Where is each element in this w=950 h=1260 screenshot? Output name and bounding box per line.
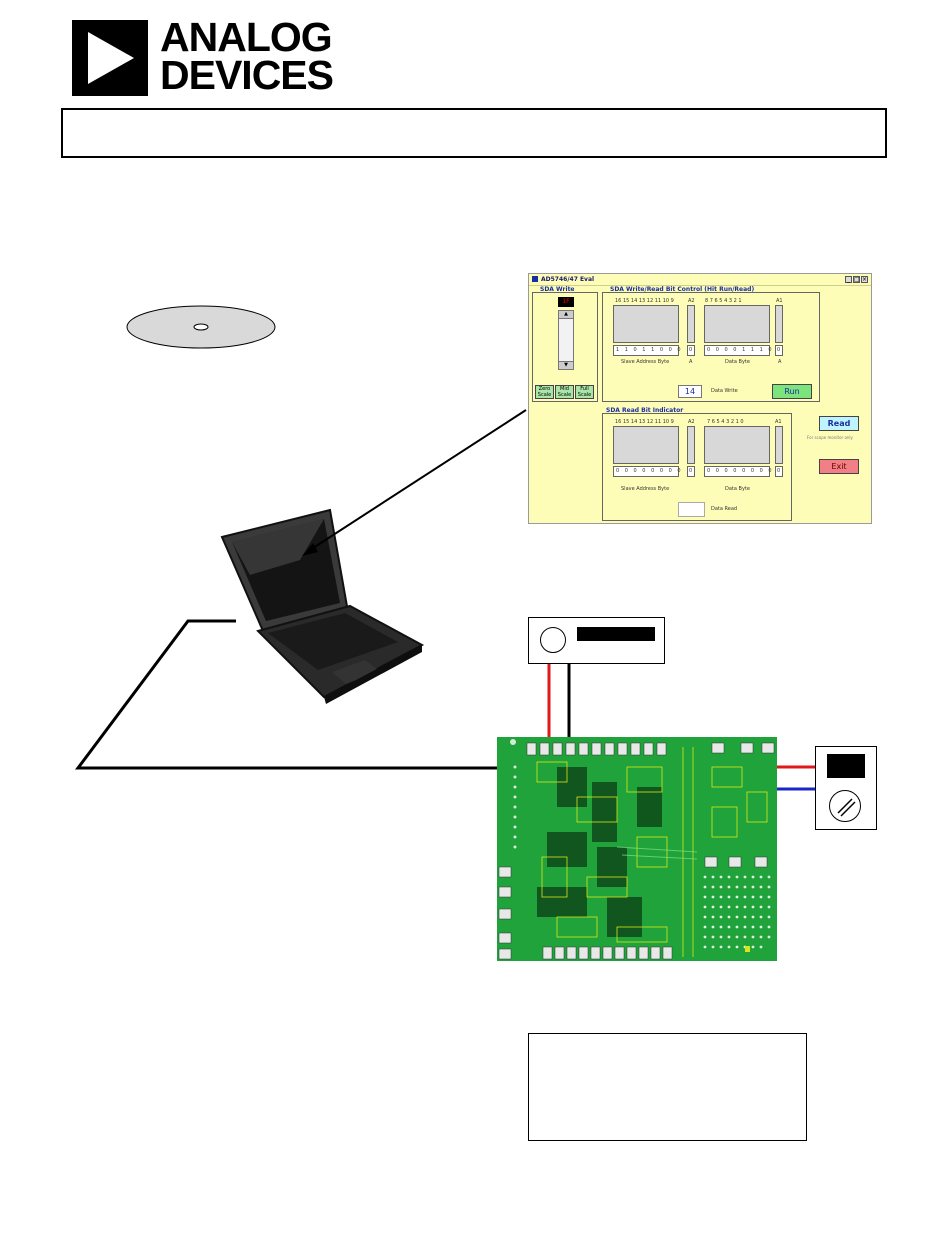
meter-display bbox=[827, 754, 865, 778]
write-slave-digits: 1 1 0 1 1 0 0 0 bbox=[613, 345, 681, 356]
read-slave-switches bbox=[613, 426, 679, 464]
document-title-box bbox=[61, 108, 887, 158]
data-write-value: 14 bbox=[678, 385, 702, 398]
read-button[interactable]: Read bbox=[819, 416, 859, 431]
cd-disc-icon bbox=[126, 305, 276, 349]
company-name: ANALOG DEVICES bbox=[160, 14, 334, 98]
logo-line-1: ANALOG bbox=[160, 14, 333, 60]
write-slave-bits-header: 16 15 14 13 12 11 10 9 bbox=[615, 298, 674, 304]
write-data-byte-label: Data Byte bbox=[725, 359, 750, 365]
caption-box bbox=[528, 1033, 807, 1141]
logo-line-2: DEVICES bbox=[160, 52, 334, 98]
read-a1-digit: 0 bbox=[775, 466, 783, 477]
multimeter-icon bbox=[815, 746, 877, 830]
read-group-label: SDA Read Bit Indicator bbox=[606, 407, 684, 414]
mid-scale-button[interactable]: Mid Scale bbox=[555, 385, 574, 399]
read-data-digits: 0 0 0 0 0 0 0 0 bbox=[704, 466, 772, 477]
read-a2-header: A2 bbox=[688, 419, 695, 425]
read-a2-digit: 0 bbox=[687, 466, 695, 477]
laptop-icon bbox=[220, 508, 425, 704]
write-a-label: A bbox=[689, 359, 693, 365]
read-a1-switch bbox=[775, 426, 783, 464]
write-slave-switches[interactable] bbox=[613, 305, 679, 343]
slider-up-arrow-icon[interactable]: ▲ bbox=[559, 311, 573, 319]
write-a1-switch[interactable] bbox=[775, 305, 783, 343]
write-data-digits: 0 0 0 0 1 1 1 0 bbox=[704, 345, 772, 356]
write-data-bits-header: 8 7 6 5 4 3 2 1 bbox=[705, 298, 742, 304]
data-write-label: Data Write bbox=[711, 388, 738, 394]
analog-devices-logo-icon bbox=[72, 20, 148, 96]
evaluation-board-icon bbox=[497, 737, 777, 961]
data-read-value bbox=[678, 502, 705, 517]
read-note: For scope monitor only bbox=[807, 435, 853, 440]
write-a1-a-label: A bbox=[778, 359, 782, 365]
read-data-byte-label: Data Byte bbox=[725, 486, 750, 492]
power-knob bbox=[540, 627, 566, 653]
write-a2-switch[interactable] bbox=[687, 305, 695, 343]
read-indicator-group bbox=[602, 413, 792, 521]
write-data-switches[interactable] bbox=[704, 305, 770, 343]
evaluation-software-window: AD5746/47 Eval _ □ × SDA Write 1F ▲ ▼ Ze… bbox=[528, 273, 872, 524]
bit-control-group bbox=[602, 292, 820, 402]
meter-dial bbox=[829, 790, 861, 822]
maximize-button[interactable]: □ bbox=[853, 276, 860, 283]
run-button[interactable]: Run bbox=[772, 384, 812, 399]
slider-down-arrow-icon[interactable]: ▼ bbox=[559, 361, 573, 369]
write-a2-digit: 0 bbox=[687, 345, 695, 356]
read-slave-address-label: Slave Address Byte bbox=[621, 486, 670, 492]
exit-button[interactable]: Exit bbox=[819, 459, 859, 474]
read-slave-digits: 0 0 0 0 0 0 0 0 bbox=[613, 466, 681, 477]
power-supply-display bbox=[577, 627, 655, 641]
write-group-label: SDA Write/Read Bit Control (Hit Run/Read… bbox=[610, 286, 755, 293]
read-a2-switch bbox=[687, 426, 695, 464]
close-button[interactable]: × bbox=[861, 276, 868, 283]
full-scale-button[interactable]: Full Scale bbox=[575, 385, 594, 399]
write-a1-header: A1 bbox=[776, 298, 783, 304]
write-a1-digit: 0 bbox=[775, 345, 783, 356]
window-title: AD5746/47 Eval bbox=[541, 276, 595, 283]
slider-value-display: 1F bbox=[558, 297, 574, 307]
data-read-label: Data Read bbox=[711, 506, 738, 512]
read-slave-bits-header: 16 15 14 13 12 11 10 9 bbox=[615, 419, 674, 425]
minimize-button[interactable]: _ bbox=[845, 276, 852, 283]
write-slave-address-label: Slave Address Byte bbox=[621, 359, 670, 365]
pcb-artwork bbox=[497, 737, 777, 961]
read-data-switches bbox=[704, 426, 770, 464]
power-supply-icon bbox=[528, 617, 665, 664]
window-titlebar: AD5746/47 Eval _ □ × bbox=[529, 274, 871, 286]
write-a2-header: A2 bbox=[688, 298, 695, 304]
read-a1-header: A1 bbox=[775, 419, 782, 425]
zero-scale-button[interactable]: Zero Scale bbox=[535, 385, 554, 399]
read-data-bits-header: 7 6 5 4 3 2 1 0 bbox=[707, 419, 744, 425]
app-icon bbox=[532, 276, 538, 282]
sda-write-group bbox=[532, 292, 598, 402]
sda-write-label: SDA Write bbox=[540, 286, 575, 293]
scale-slider[interactable]: ▲ ▼ bbox=[558, 310, 574, 370]
